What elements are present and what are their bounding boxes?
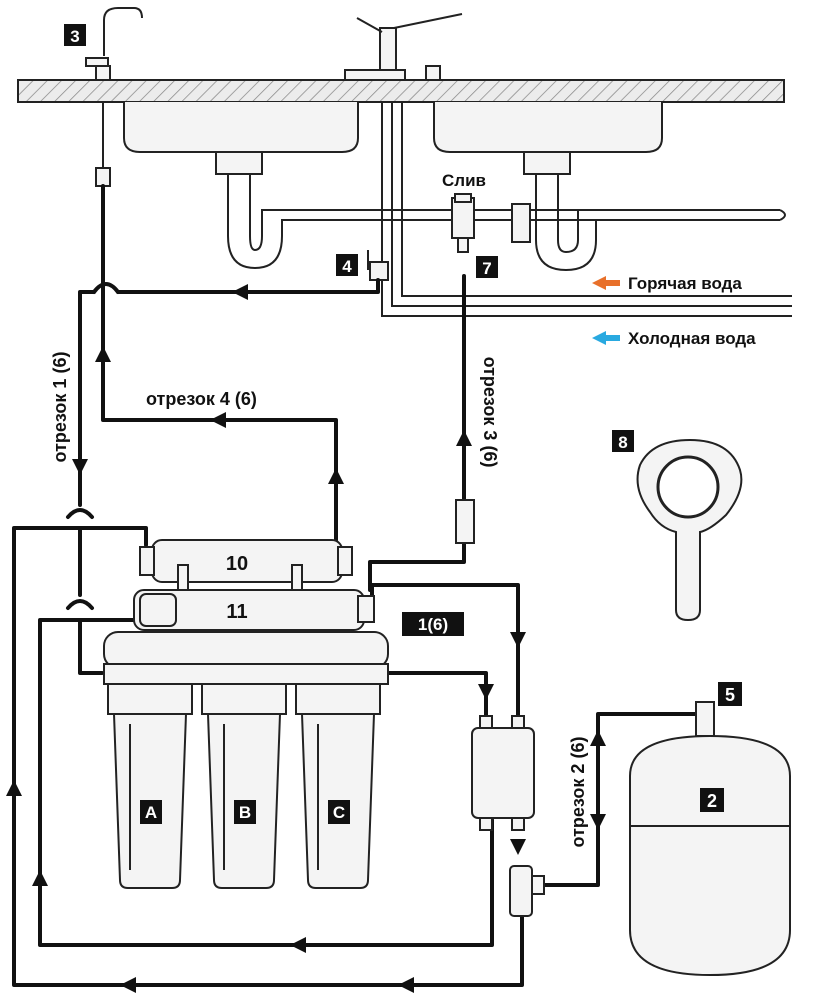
kitchen-mixer [344, 13, 463, 81]
badge-3: 3 [64, 24, 86, 46]
module-11-label: 11 [226, 601, 247, 623]
cold-water-label: Холодная вода [628, 329, 756, 348]
svg-text:1(6): 1(6) [418, 615, 448, 634]
sink-right [433, 102, 663, 153]
badge-c: C [328, 800, 350, 824]
filter-housing-b [201, 683, 287, 889]
svg-text:3: 3 [70, 27, 79, 46]
flow-arrows [6, 284, 606, 993]
filter-housing-c [295, 683, 381, 889]
feed-valve [367, 250, 389, 281]
badge-5: 5 [718, 682, 742, 706]
membrane-housing-11 [133, 589, 375, 631]
supply-lines [381, 102, 792, 317]
badge-2: 2 [700, 788, 724, 812]
badge-fitting-1: 1(6) [402, 612, 464, 636]
segment-1-label: отрезок 1 (6) [50, 352, 70, 463]
countertop [17, 79, 785, 103]
drain-saddle [451, 193, 475, 253]
auto-shutoff-valve [471, 715, 535, 831]
sink-left [123, 102, 359, 153]
flow-restrictor [455, 499, 475, 544]
svg-text:2: 2 [707, 791, 717, 811]
badge-b: B [234, 800, 256, 824]
storage-tank [629, 701, 791, 977]
badge-7: 7 [476, 256, 498, 278]
filter-head-base [103, 663, 389, 685]
segment-2-label: отрезок 2 (6) [568, 737, 588, 848]
hot-water-label: Горячая вода [628, 274, 742, 293]
badge-8: 8 [612, 430, 634, 452]
svg-text:8: 8 [618, 433, 627, 452]
drain-siphons [215, 151, 786, 272]
filter-housing-a [107, 683, 193, 889]
svg-text:B: B [239, 803, 251, 822]
svg-text:5: 5 [725, 685, 735, 705]
tee-fitting [509, 865, 545, 917]
svg-text:A: A [145, 803, 157, 822]
cold-water-arrow-icon [592, 331, 620, 345]
svg-text:7: 7 [482, 259, 491, 278]
svg-text:4: 4 [342, 257, 352, 276]
segment-3-label: отрезок 3 (6) [480, 357, 500, 468]
segment-4-label: отрезок 4 (6) [146, 389, 257, 409]
drain-label: Слив [442, 171, 486, 190]
badge-a: A [140, 800, 162, 824]
badge-4: 4 [336, 254, 358, 276]
module-10-label: 10 [226, 553, 248, 575]
housing-wrench [636, 438, 743, 622]
filter-head [103, 631, 389, 669]
hot-water-arrow-icon [592, 276, 620, 290]
svg-text:C: C [333, 803, 345, 822]
